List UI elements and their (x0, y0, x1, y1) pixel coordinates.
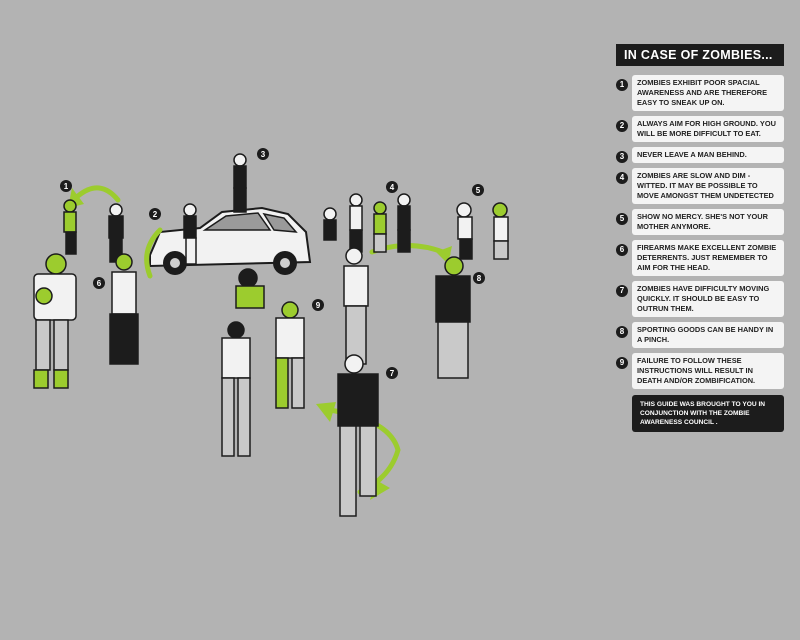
step-badges: 1 2 3 4 5 6 7 8 9 (60, 148, 485, 379)
svg-text:9: 9 (316, 301, 321, 310)
badge-5: 5 (472, 184, 484, 196)
step-number-badge: 5 (616, 213, 628, 225)
credit-note: This guide was brought to you in conjunc… (632, 395, 784, 432)
svg-text:8: 8 (477, 274, 482, 283)
badge-4: 4 (386, 181, 398, 193)
step-text: Zombies are slow and dim - witted. It ma… (632, 168, 784, 204)
svg-text:7: 7 (390, 369, 395, 378)
svg-text:6: 6 (97, 279, 102, 288)
figures (33, 153, 509, 517)
badge-2: 2 (149, 208, 161, 220)
step-text: Firearms make excellent zombie deterrent… (632, 240, 784, 276)
step-text: Zombies exhibit poor spacial awareness a… (632, 75, 784, 111)
step-number-badge: 9 (616, 357, 628, 369)
svg-text:4: 4 (390, 183, 395, 192)
guide-step-6: 6 Firearms make excellent zombie deterre… (616, 240, 784, 276)
step-number-badge: 1 (616, 79, 628, 91)
guide-step-3: 3 Never leave a man behind. (616, 147, 784, 163)
badge-9: 9 (312, 299, 324, 311)
step-number-badge: 3 (616, 151, 628, 163)
step-text: Failure to follow these instructions wil… (632, 353, 784, 389)
step-text: Sporting goods can be handy in a pinch. (632, 322, 784, 348)
svg-text:2: 2 (153, 210, 158, 219)
guide-step-5: 5 Show no mercy. She's not your mother a… (616, 209, 784, 235)
guide-step-8: 8 Sporting goods can be handy in a pinch… (616, 322, 784, 348)
zombie-guide-panel: IN CASE OF ZOMBIES... 1 Zombies exhibit … (616, 44, 784, 432)
badge-3: 3 (257, 148, 269, 160)
svg-text:3: 3 (261, 150, 266, 159)
guide-step-2: 2 Always aim for high ground. You will b… (616, 116, 784, 142)
guide-step-4: 4 Zombies are slow and dim - witted. It … (616, 168, 784, 204)
step-number-badge: 8 (616, 326, 628, 338)
car (149, 206, 312, 275)
badge-8: 8 (473, 272, 485, 284)
guide-step-9: 9 Failure to follow these instructions w… (616, 353, 784, 389)
step-number-badge: 7 (616, 285, 628, 297)
step-text: Always aim for high ground. You will be … (632, 116, 784, 142)
illustration-scene: 1 2 3 4 5 6 7 8 9 (33, 148, 509, 517)
svg-text:5: 5 (476, 186, 481, 195)
step-text: Show no mercy. She's not your mother any… (632, 209, 784, 235)
badge-7: 7 (386, 367, 398, 379)
step-number-badge: 2 (616, 120, 628, 132)
badge-6: 6 (93, 277, 105, 289)
guide-step-1: 1 Zombies exhibit poor spacial awareness… (616, 75, 784, 111)
guide-step-7: 7 Zombies have difficulty moving quickly… (616, 281, 784, 317)
svg-text:1: 1 (64, 182, 69, 191)
step-number-badge: 4 (616, 172, 628, 184)
guide-title: IN CASE OF ZOMBIES... (616, 44, 784, 66)
step-text: Zombies have difficulty moving quickly. … (632, 281, 784, 317)
badge-1: 1 (60, 180, 72, 192)
step-text: Never leave a man behind. (632, 147, 784, 163)
step-number-badge: 6 (616, 244, 628, 256)
